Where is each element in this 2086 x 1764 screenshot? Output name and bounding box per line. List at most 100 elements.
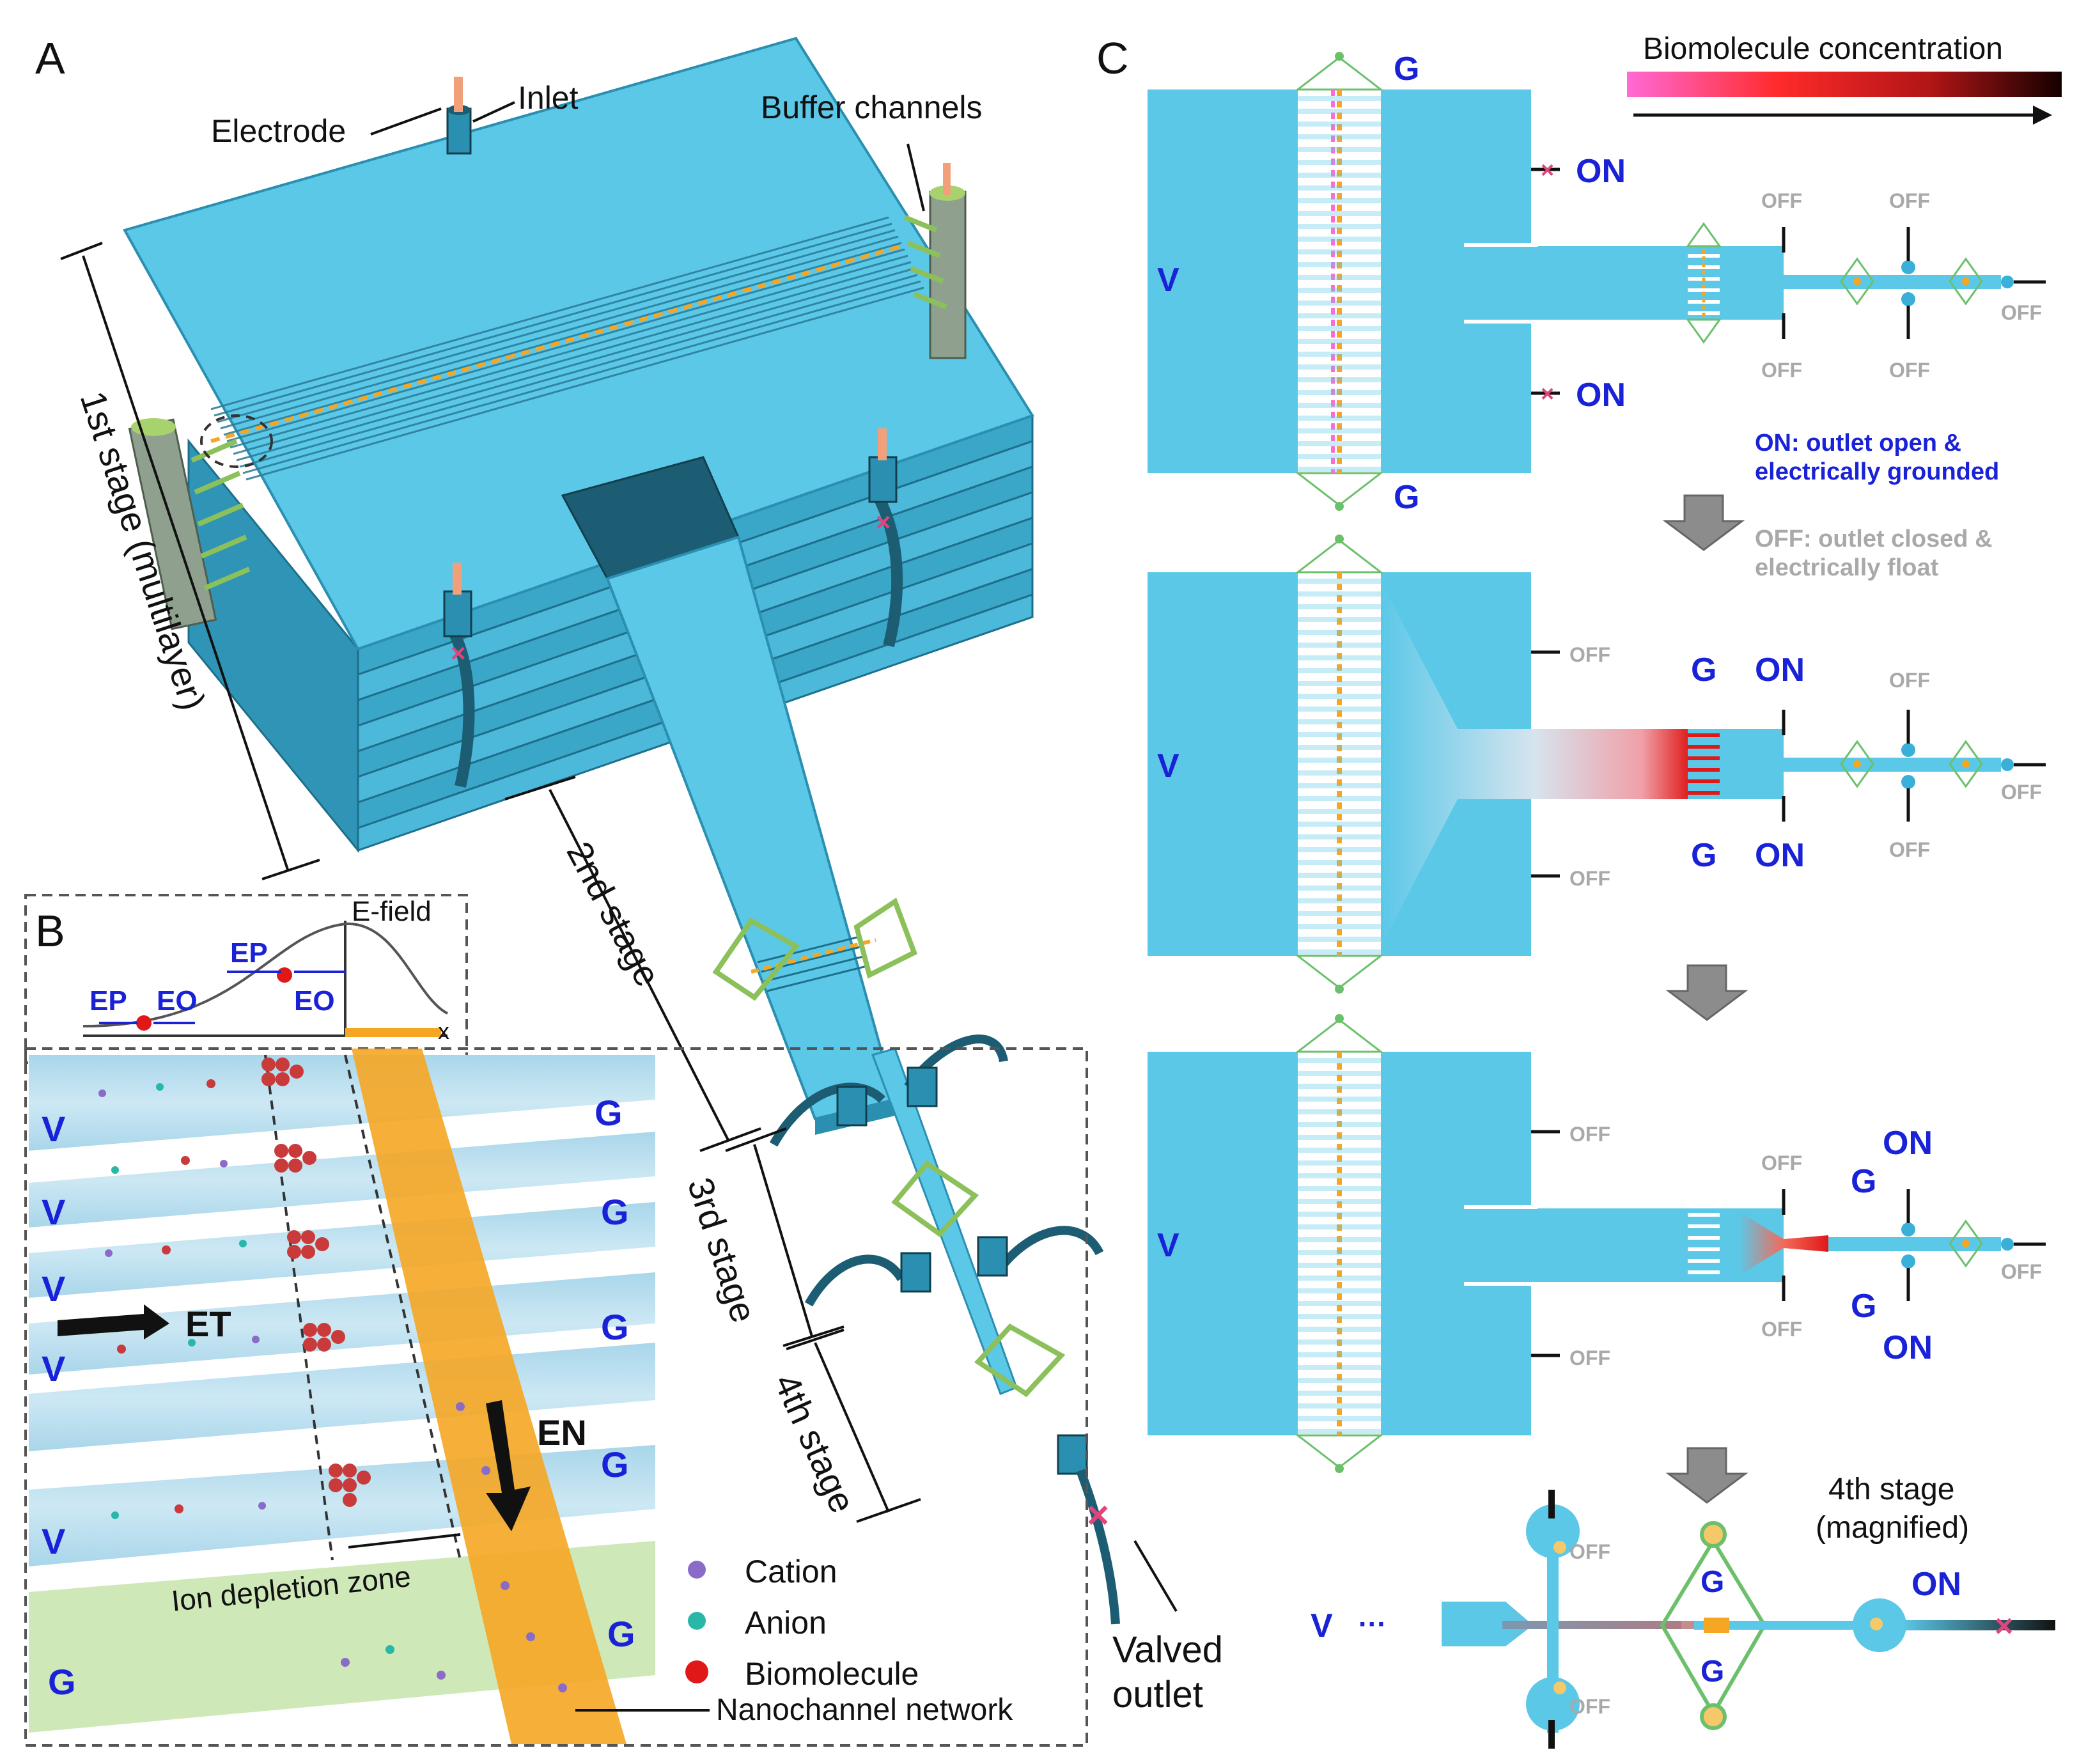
c3-g-bottom: G [1851, 1288, 1876, 1325]
ep-label-1: EP [90, 985, 127, 1017]
step3-chip [1148, 1014, 2046, 1473]
valved-outlet: × [1057, 1434, 1120, 1625]
g-label-6: G [48, 1662, 76, 1702]
scattered-ions [98, 1079, 567, 1692]
c4-on: ON [1911, 1566, 1961, 1603]
et-label: ET [185, 1304, 231, 1344]
biomolecule-clusters [261, 1058, 371, 1507]
stage3-label: 3rd stage [680, 1173, 765, 1327]
stage4-title: 4th stage [1828, 1472, 1954, 1506]
panel-b: B E-field EP EO EP EO x [24, 894, 1088, 1747]
c4-ellipsis: ··· [1358, 1609, 1387, 1640]
c4-off-top: OFF [1569, 1540, 1610, 1563]
g-label-1: G [595, 1093, 623, 1133]
c1-g-bottom: G [1394, 479, 1419, 516]
en-label: EN [537, 1412, 587, 1453]
c2-on-bottom: ON [1755, 837, 1805, 874]
conc-title: Biomolecule concentration [1643, 32, 2003, 66]
et-arrow [58, 1304, 169, 1339]
c2-on-top: ON [1755, 652, 1805, 689]
step1-chip: × × [1148, 52, 2046, 511]
stage4-label: 4th stage [767, 1368, 863, 1518]
v-label-2: V [42, 1192, 65, 1232]
first-stage-stack [123, 36, 1035, 854]
c2-off-bottom: OFF [1569, 867, 1610, 890]
c1-on-top: ON [1576, 153, 1626, 190]
legend-cation: Cation [745, 1554, 837, 1589]
svg-text:×: × [876, 508, 891, 536]
step-arrows [1662, 494, 1748, 1504]
c2-off-2: OFF [1889, 838, 1930, 861]
legend-on-2: electrically grounded [1755, 458, 1999, 485]
v-label-1: V [42, 1109, 65, 1149]
eo-label-1: EO [157, 985, 198, 1017]
chip-slots [1298, 579, 1381, 955]
nanochannel-network [352, 1049, 627, 1744]
panel-b-letter: B [35, 906, 65, 956]
g-label-4: G [601, 1444, 629, 1485]
c1-v: V [1157, 261, 1179, 299]
c2-off-top: OFF [1569, 643, 1610, 666]
third-stage-channel [769, 1034, 1104, 1398]
c1-off-3: OFF [1761, 359, 1802, 382]
c2-off-1: OFF [1889, 669, 1930, 692]
ion-legend [685, 1561, 708, 1683]
c4-off-bottom: OFF [1569, 1695, 1610, 1718]
eo-label-2: EO [294, 985, 335, 1017]
nanochannel-label: Nanochannel network [716, 1693, 1013, 1727]
legend-off-2: electrically float [1755, 554, 1939, 581]
g-label-2: G [601, 1192, 629, 1232]
buffer-channel-right [929, 163, 967, 359]
svg-text:×: × [1087, 1494, 1109, 1536]
efield-label: E-field [352, 896, 432, 927]
panel-c: C Biomolecule concentration [1096, 32, 2062, 1749]
second-stage-channel [605, 535, 918, 1135]
c1-on-bottom: ON [1576, 377, 1626, 414]
g-label-3: G [601, 1307, 629, 1347]
inlet-label: Inlet [518, 80, 579, 116]
c3-off-3: OFF [2001, 1260, 2042, 1283]
c4-g-top: G [1701, 1565, 1724, 1599]
inlet-electrode [446, 77, 472, 155]
c2-g-top: G [1691, 652, 1716, 689]
c2-g-bottom: G [1691, 837, 1716, 874]
stage4-sub: (magnified) [1816, 1511, 1969, 1545]
legend-biomolecule: Biomolecule [745, 1656, 919, 1692]
c4-v: V [1311, 1607, 1333, 1644]
c1-off-1: OFF [1761, 189, 1802, 212]
stage4-magnified: × [1442, 1490, 2055, 1749]
c1-off-4: OFF [1889, 359, 1930, 382]
c3-off-top: OFF [1569, 1123, 1610, 1146]
efield-plot [82, 921, 448, 1037]
stage-dimension-arrows [60, 242, 921, 1523]
c3-g-top: G [1851, 1163, 1876, 1200]
c3-off-2: OFF [1761, 1318, 1802, 1341]
stack-electrode-right: × [868, 428, 903, 648]
v-label-4: V [42, 1348, 65, 1389]
g-label-5: G [607, 1614, 635, 1654]
stack-electrode-left: × [443, 563, 475, 788]
stage2-label: 2nd stage [559, 835, 668, 993]
step2-chip [1148, 535, 2046, 994]
x-axis-label: x [438, 1018, 449, 1044]
c4-g-bottom: G [1701, 1655, 1724, 1689]
c3-off-bottom: OFF [1569, 1346, 1610, 1370]
ep-label-2: EP [230, 937, 268, 969]
v-label-5: V [42, 1521, 65, 1561]
valved-label: Valved [1112, 1629, 1223, 1671]
legend-off-1: OFF: outlet closed & [1755, 526, 1993, 552]
c2-off-3: OFF [2001, 781, 2042, 804]
legend-anion: Anion [745, 1605, 827, 1641]
c1-off-2: OFF [1889, 189, 1930, 212]
chip-slots [1298, 1058, 1381, 1434]
panel-a-letter: A [35, 33, 65, 83]
c1-off-5: OFF [2001, 301, 2042, 324]
c3-on-top: ON [1883, 1125, 1933, 1162]
c3-v: V [1157, 1227, 1179, 1264]
legend-on-1: ON: outlet open & [1755, 430, 1961, 457]
c1-g-top: G [1394, 51, 1419, 88]
outlet-label: outlet [1112, 1674, 1203, 1715]
en-arrow [486, 1400, 531, 1531]
electrode-label: Electrode [211, 113, 346, 149]
